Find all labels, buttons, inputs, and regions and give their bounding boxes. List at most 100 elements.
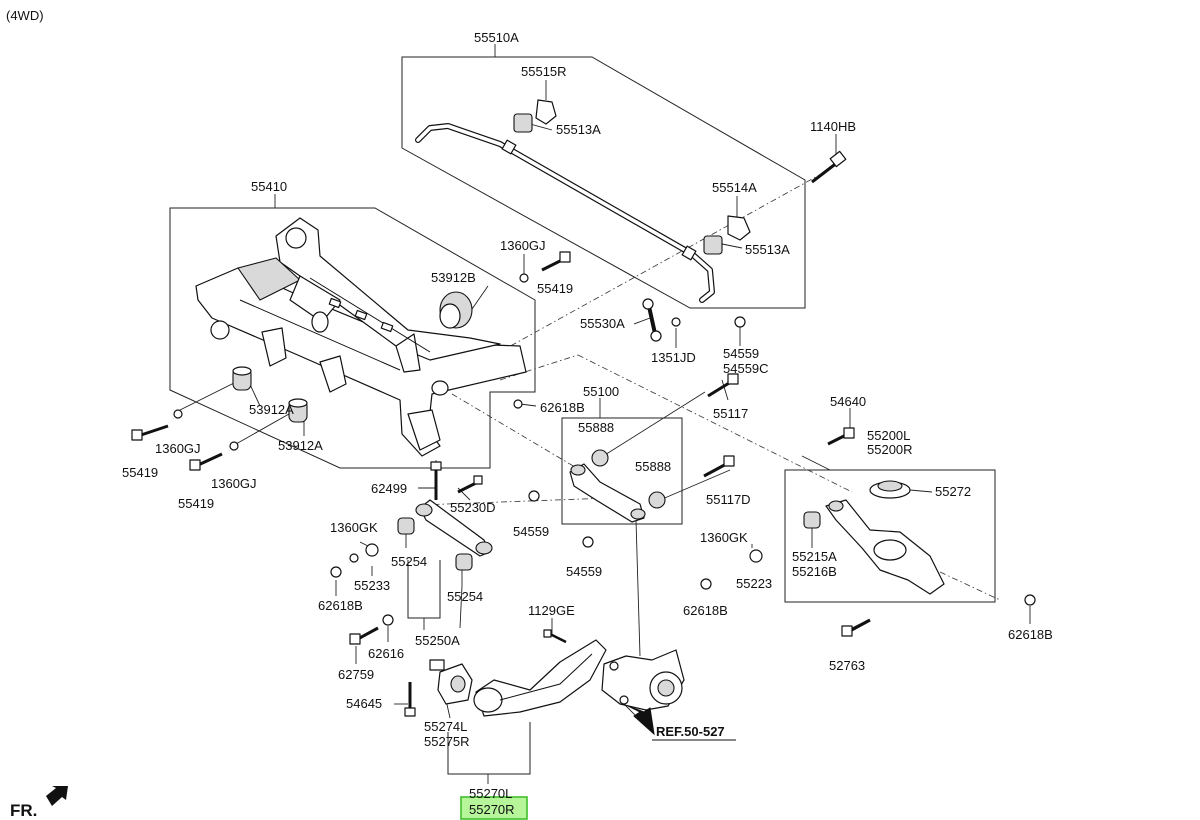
- part-label-55419-left[interactable]: 55419: [122, 465, 158, 480]
- bushing-53912B: [439, 291, 473, 329]
- part-label-54559-b[interactable]: 54559: [566, 564, 602, 579]
- bushing-55254-2: [455, 553, 473, 571]
- part-label-62618B-right[interactable]: 62618B: [683, 603, 728, 618]
- part-label-55200R[interactable]: 55200R: [867, 442, 913, 457]
- part-label-54645[interactable]: 54645: [346, 696, 382, 711]
- stabilizer-bar: [415, 123, 715, 303]
- part-label-54559C[interactable]: 54559C: [723, 361, 769, 376]
- part-label-55216B[interactable]: 55216B: [792, 564, 837, 579]
- front-marker-label: FR.: [10, 801, 37, 820]
- part-label-55270L[interactable]: 55270L: [469, 786, 512, 801]
- upper-arm-55250A: [415, 499, 493, 557]
- bolt-1129GE: [543, 629, 567, 644]
- part-label-1360GK-left[interactable]: 1360GK: [330, 520, 378, 535]
- spring-arm-55200: [825, 499, 945, 595]
- part-label-55270R[interactable]: 55270R: [469, 802, 515, 817]
- part-label-55888-1[interactable]: 55888: [578, 420, 614, 435]
- part-label-55223[interactable]: 55223: [736, 576, 772, 591]
- part-label-55514A[interactable]: 55514A: [712, 180, 757, 195]
- part-label-53912A-1[interactable]: 53912A: [249, 402, 294, 417]
- part-label-52763[interactable]: 52763: [829, 658, 865, 673]
- part-label-55200L[interactable]: 55200L: [867, 428, 910, 443]
- bushing-55215A: [803, 511, 821, 529]
- part-label-55274L[interactable]: 55274L: [424, 719, 467, 734]
- part-label-62616[interactable]: 62616: [368, 646, 404, 661]
- bushing-55888-1: [591, 449, 609, 467]
- nut-62618B-right: [700, 578, 712, 590]
- bolt-62499: [430, 461, 442, 500]
- spring-pad-55272: [869, 480, 911, 499]
- part-label-55117D[interactable]: 55117D: [706, 492, 751, 507]
- part-label-55250A[interactable]: 55250A: [415, 633, 460, 648]
- bolt-1140HB: [811, 150, 847, 184]
- stabilizer-bushing-55513A-top: [513, 99, 557, 133]
- bolt-62759: [349, 626, 379, 645]
- spring-arm-group-frame: [784, 469, 996, 603]
- part-label-62618B-top[interactable]: 62618B: [540, 400, 585, 415]
- nut-1360GK-left: [349, 553, 359, 563]
- bushing-55254-1: [397, 517, 415, 535]
- part-label-62759[interactable]: 62759: [338, 667, 374, 682]
- part-label-55419-top[interactable]: 55419: [537, 281, 573, 296]
- part-label-55513A-top[interactable]: 55513A: [556, 122, 601, 137]
- part-label-62499[interactable]: 62499: [371, 481, 407, 496]
- bolt-55419-left: [131, 409, 183, 441]
- trailing-arm-55270: [473, 639, 607, 717]
- bracket-55274L: [429, 659, 473, 705]
- part-label-1129GE[interactable]: 1129GE: [528, 603, 575, 618]
- washer-55223: [749, 549, 763, 563]
- part-label-55254-1[interactable]: 55254: [391, 554, 427, 569]
- stabilizer-bushing-55513A-right: [703, 215, 751, 255]
- bolt-55419-mid: [189, 441, 239, 471]
- nut-54559-b: [582, 536, 594, 548]
- part-label-1351JD[interactable]: 1351JD: [651, 350, 696, 365]
- stabilizer-group-frame: [401, 56, 806, 309]
- stabilizer-link-55530A: [642, 298, 746, 342]
- part-label-55410[interactable]: 55410: [251, 179, 287, 194]
- part-label-53912A-2[interactable]: 53912A: [278, 438, 323, 453]
- part-label-1360GJ-top[interactable]: 1360GJ: [500, 238, 546, 253]
- part-label-1360GJ-mid[interactable]: 1360GJ: [211, 476, 257, 491]
- lower-arm-55100: [569, 463, 646, 523]
- part-label-55254-2[interactable]: 55254: [447, 589, 483, 604]
- part-label-55515R[interactable]: 55515R: [521, 64, 567, 79]
- part-label-55510A[interactable]: 55510A: [474, 30, 519, 45]
- reference-label[interactable]: REF.50-527: [656, 724, 725, 739]
- bolt-52763: [841, 618, 871, 637]
- part-label-55233[interactable]: 55233: [354, 578, 390, 593]
- part-label-55530A[interactable]: 55530A: [580, 316, 625, 331]
- part-label-55230D[interactable]: 55230D: [450, 500, 496, 515]
- bolt-54645: [404, 682, 416, 717]
- part-label-54640[interactable]: 54640: [830, 394, 866, 409]
- nut-62618B-top: [513, 399, 523, 409]
- part-label-54559[interactable]: 54559: [723, 346, 759, 361]
- part-label-1140HB[interactable]: 1140HB: [810, 119, 856, 134]
- part-label-55513A-right[interactable]: 55513A: [745, 242, 790, 257]
- bushing-55888-2: [648, 491, 666, 509]
- leader-lines: [179, 44, 1031, 784]
- part-label-1360GJ-left[interactable]: 1360GJ: [155, 441, 201, 456]
- bushing-53912A-1: [232, 366, 252, 391]
- part-label-55100[interactable]: 55100: [583, 384, 619, 399]
- part-label-53912B[interactable]: 53912B: [431, 270, 476, 285]
- part-label-62618B-far[interactable]: 62618B: [1008, 627, 1053, 642]
- front-direction-arrow: [46, 786, 68, 806]
- bushing-53912A-2: [288, 398, 308, 423]
- part-label-55117[interactable]: 55117: [713, 406, 748, 421]
- part-label-1360GK-right[interactable]: 1360GK: [700, 530, 748, 545]
- part-label-55888-2[interactable]: 55888: [635, 459, 671, 474]
- reference-arrow: [627, 705, 655, 736]
- knuckle-hub: [601, 649, 685, 711]
- part-label-54559-a[interactable]: 54559: [513, 524, 549, 539]
- part-label-55272[interactable]: 55272: [935, 484, 971, 499]
- selected-part-highlight[interactable]: [460, 796, 528, 820]
- part-label-55215A[interactable]: 55215A: [792, 549, 837, 564]
- trailing-arm-bracket: [447, 722, 531, 775]
- bolt-55117: [707, 373, 739, 398]
- part-label-62618B-left[interactable]: 62618B: [318, 598, 363, 613]
- bolt-54640: [827, 427, 855, 446]
- part-label-55275R[interactable]: 55275R: [424, 734, 470, 749]
- lower-arm-group-frame: [561, 417, 683, 525]
- part-label-55419-mid[interactable]: 55419: [178, 496, 214, 511]
